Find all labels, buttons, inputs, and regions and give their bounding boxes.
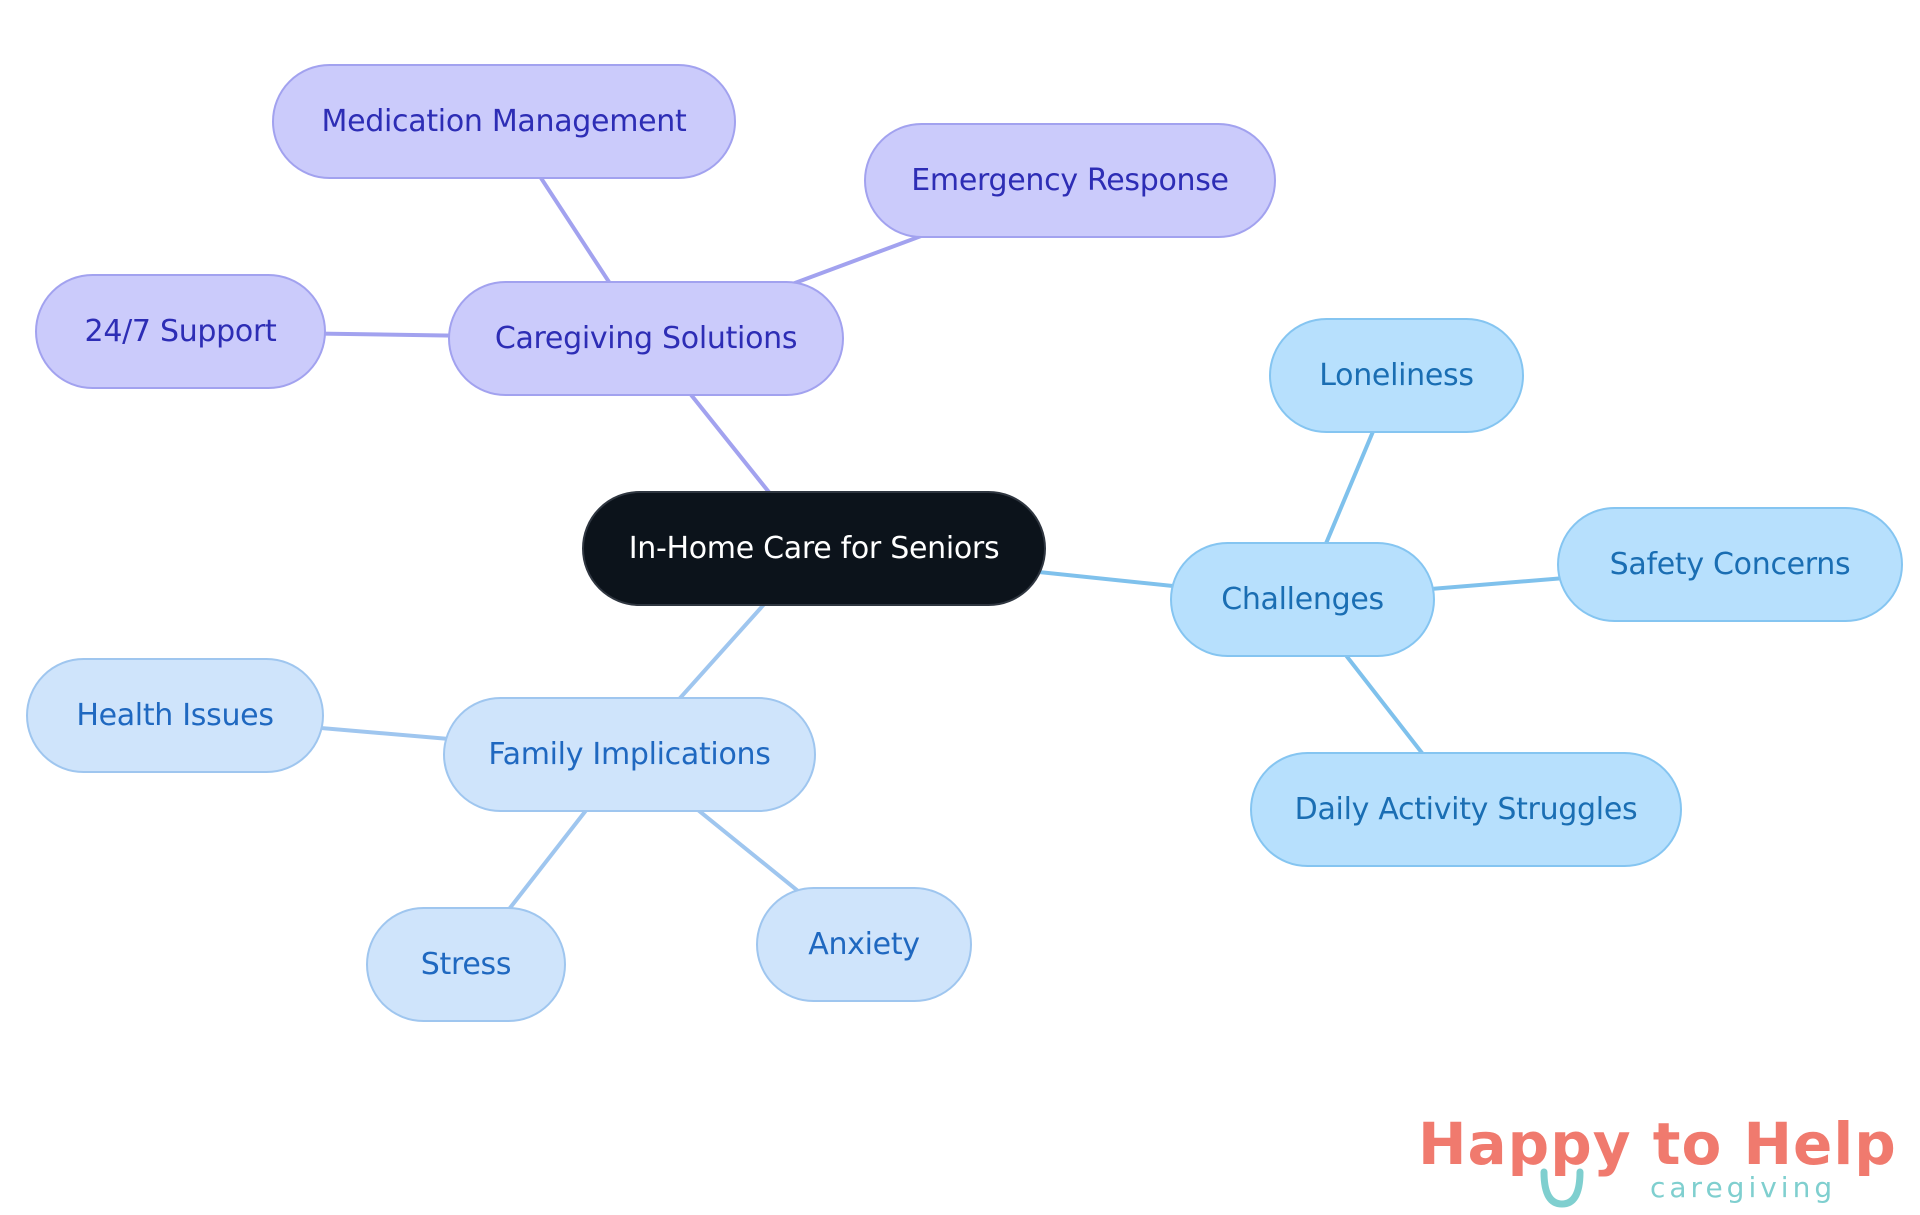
logo-title: Happy to Help	[1418, 1110, 1897, 1178]
leaf-node-24-7-support: 24/7 Support	[35, 274, 326, 389]
leaf-node-daily-activity-struggles: Daily Activity Struggles	[1250, 752, 1682, 867]
leaf-node-health-issues: Health Issues	[26, 658, 324, 773]
branch-node-caregiving-solutions: Caregiving Solutions	[448, 281, 844, 396]
leaf-node-anxiety: Anxiety	[756, 887, 972, 1002]
leaf-node-safety-concerns: Safety Concerns	[1557, 507, 1903, 622]
leaf-node-loneliness: Loneliness	[1269, 318, 1524, 433]
smile-icon	[1540, 1168, 1584, 1208]
leaf-node-medication-management: Medication Management	[272, 64, 736, 179]
leaf-node-emergency-response: Emergency Response	[864, 123, 1276, 238]
branch-node-challenges: Challenges	[1170, 542, 1435, 657]
branch-node-family-implications: Family Implications	[443, 697, 816, 812]
root-node: In-Home Care for Seniors	[582, 491, 1046, 606]
leaf-node-stress: Stress	[366, 907, 566, 1022]
logo-subtitle: caregiving	[1650, 1171, 1837, 1204]
company-logo: Happy to Help caregiving	[1418, 1110, 1898, 1210]
